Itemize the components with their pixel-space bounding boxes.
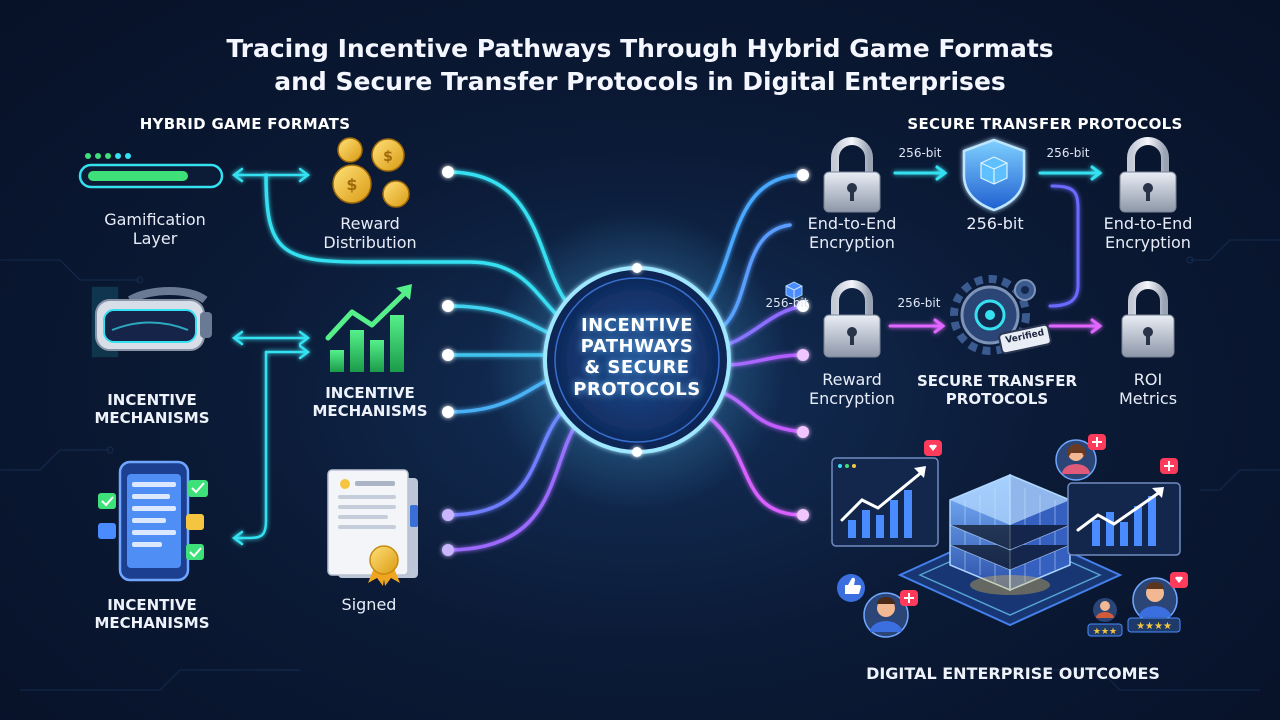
center-hub bbox=[487, 210, 787, 510]
digital-enterprise-outcomes-label: DIGITAL ENTERPRISE OUTCOMES bbox=[866, 664, 1160, 683]
padlock-icon bbox=[1121, 281, 1175, 358]
analytics-panel-icon bbox=[831, 457, 939, 547]
svg-text:★★★★: ★★★★ bbox=[1136, 621, 1172, 632]
padlock-icon bbox=[1119, 137, 1177, 213]
title-line-1: Tracing Incentive Pathways Through Hybri… bbox=[226, 34, 1054, 63]
incentive-mechanisms-vr-label: INCENTIVE MECHANISMS bbox=[94, 391, 210, 427]
endpoint-dots bbox=[442, 166, 809, 556]
svg-text:$: $ bbox=[383, 149, 393, 165]
growth-chart-icon bbox=[325, 284, 412, 372]
incentive-mechanisms-mobile-label: INCENTIVE MECHANISMS bbox=[94, 596, 210, 632]
gamification-layer-label: Gamification Layer bbox=[104, 210, 206, 249]
plus-notification-icon bbox=[1160, 458, 1178, 474]
incentive-mechanisms-chart-label: INCENTIVE MECHANISMS bbox=[312, 384, 428, 420]
thumbs-up-icon bbox=[837, 574, 865, 602]
user-avatar-icon: ★★★★ bbox=[1127, 572, 1188, 633]
padlock-icon bbox=[823, 280, 881, 358]
signed-label: Signed bbox=[341, 595, 397, 614]
reward-encryption-label: Reward Encryption bbox=[809, 370, 895, 409]
bit-tag: 256-bit bbox=[898, 146, 942, 160]
left-arrows bbox=[231, 167, 311, 546]
user-avatar-icon bbox=[1055, 434, 1106, 481]
roi-metrics-label: ROI Metrics bbox=[1118, 370, 1178, 409]
center-hub-label: INCENTIVE PATHWAYS & SECURE PROTOCOLS bbox=[573, 315, 701, 400]
svg-text:$: $ bbox=[346, 175, 357, 194]
shield-bit-label: 256-bit bbox=[966, 214, 1024, 233]
svg-text:★★★: ★★★ bbox=[1093, 627, 1117, 637]
title-line-2: and Secure Transfer Protocols in Digital… bbox=[274, 67, 1006, 96]
e2e-encryption-left-label: End-to-End Encryption bbox=[807, 214, 897, 253]
progress-bar-icon bbox=[78, 153, 224, 189]
bit-tag: 256-bit bbox=[765, 296, 809, 310]
analytics-panel-icon bbox=[1067, 482, 1181, 556]
secure-transfer-protocols-heading: SECURE TRANSFER PROTOCOLS bbox=[907, 115, 1183, 133]
heart-notification-icon bbox=[924, 440, 942, 456]
gear-icon bbox=[950, 275, 1036, 355]
bit-tag: 256-bit bbox=[1046, 146, 1090, 160]
user-avatar-icon bbox=[863, 590, 918, 638]
page-title: Tracing Incentive Pathways Through Hybri… bbox=[140, 32, 1140, 98]
circuit-background bbox=[0, 239, 1280, 691]
vr-headset-icon bbox=[91, 286, 212, 358]
user-avatar-icon: ★★★ bbox=[1087, 598, 1123, 637]
gold-coins-icon: $ $ bbox=[332, 137, 410, 208]
verified-stamp-icon bbox=[998, 323, 1052, 355]
secure-transfer-protocols-label: SECURE TRANSFER PROTOCOLS bbox=[916, 372, 1078, 408]
e2e-encryption-right-label: End-to-End Encryption bbox=[1103, 214, 1193, 253]
shield-icon bbox=[962, 138, 1026, 212]
signed-certificate-icon bbox=[327, 469, 418, 586]
right-arrows bbox=[888, 165, 1103, 334]
enterprise-building-icon bbox=[897, 473, 1123, 627]
padlock-icon bbox=[823, 137, 881, 213]
hybrid-game-formats-heading: HYBRID GAME FORMATS bbox=[139, 115, 351, 133]
mobile-checklist-icon bbox=[98, 460, 208, 582]
cube-icon bbox=[785, 281, 803, 300]
reward-distribution-label: Reward Distribution bbox=[323, 214, 417, 253]
bit-tag: 256-bit bbox=[897, 296, 941, 310]
